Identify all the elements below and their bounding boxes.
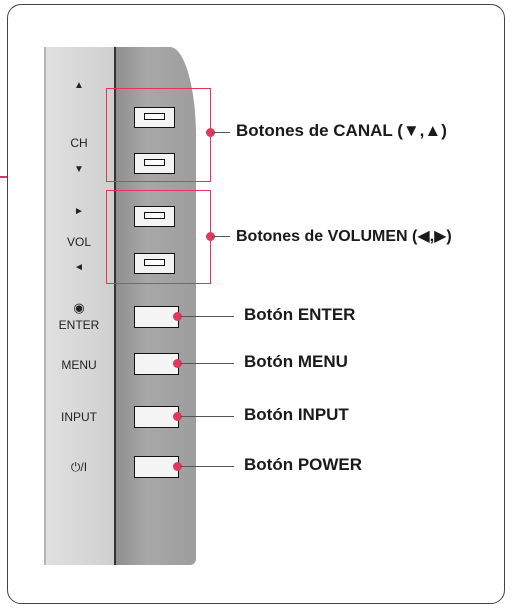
power-leader-line <box>180 466 234 467</box>
channel-leader-line <box>212 132 230 133</box>
volume-leader-line <box>212 236 230 237</box>
enter-callout-dot <box>173 312 182 321</box>
menu-leader-line <box>180 363 234 364</box>
figure-frame <box>7 4 505 604</box>
enter-label: ENTER <box>58 318 100 332</box>
frame-accent-line <box>0 176 7 178</box>
power-callout: Botón POWER <box>244 455 363 474</box>
input-label: INPUT <box>61 410 97 424</box>
channel-callout: Botones de CANAL (▼,▲) <box>236 121 447 140</box>
input-callout: Botón INPUT <box>244 405 349 424</box>
ch-label: CH <box>70 136 88 150</box>
power-label: ⏻/I <box>70 460 88 474</box>
volume-callout-dot <box>206 232 215 241</box>
vol-right-arrow-icon: ► <box>74 206 84 217</box>
volume-up-button[interactable] <box>134 206 175 227</box>
channel-up-button[interactable] <box>134 107 175 128</box>
menu-callout-dot <box>173 359 182 368</box>
side-panel-face <box>44 47 116 565</box>
enter-callout: Botón ENTER <box>244 305 356 324</box>
input-leader-line <box>180 416 234 417</box>
channel-down-button[interactable] <box>134 153 175 174</box>
vol-label: VOL <box>66 235 91 249</box>
power-callout-dot <box>173 462 182 471</box>
ch-down-arrow-icon: ▼ <box>74 164 84 175</box>
menu-callout: Botón MENU <box>244 352 348 371</box>
input-callout-dot <box>173 412 182 421</box>
menu-label: MENU <box>61 358 97 372</box>
volume-down-button[interactable] <box>134 253 175 274</box>
ch-up-arrow-icon: ▲ <box>74 80 84 91</box>
channel-callout-dot <box>206 128 215 137</box>
enter-leader-line <box>180 316 234 317</box>
enter-icon: ◉ <box>73 300 85 315</box>
volume-callout: Botones de VOLUMEN (◀,▶) <box>236 228 452 245</box>
vol-left-arrow-icon: ◄ <box>74 262 84 273</box>
panel-seam <box>114 47 116 565</box>
